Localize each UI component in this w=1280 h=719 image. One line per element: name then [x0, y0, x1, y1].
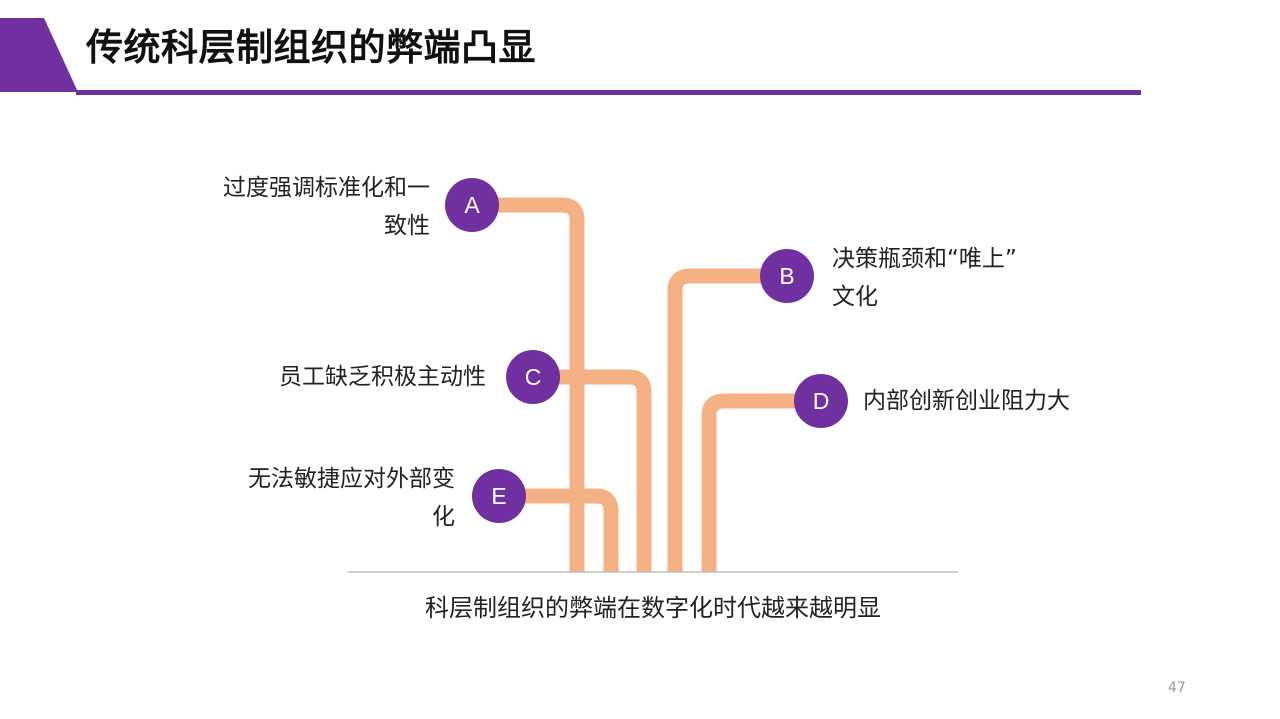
pipe-a: [498, 197, 585, 572]
node-e-circle: [472, 469, 526, 523]
diagram-caption: 科层制组织的弊端在数字化时代越来越明显: [425, 594, 881, 622]
label-a: 过度强调标准化和一 致性: [185, 169, 430, 245]
pipe-e: [525, 488, 619, 572]
node-b-circle: [760, 249, 814, 303]
node-c-letter: C: [525, 364, 542, 390]
node-d-letter: D: [813, 388, 830, 414]
node-e: E: [472, 469, 526, 523]
slide-title: 传统科层制组织的弊端凸显: [86, 26, 536, 69]
page-number: 47: [1168, 680, 1186, 696]
label-b-line-1: 决策瓶颈和“唯上”: [832, 246, 1017, 272]
node-b: B: [760, 249, 814, 303]
label-e-line-2: 化: [432, 504, 455, 530]
label-d: 内部创新创业阻力大: [863, 382, 1123, 420]
label-b-line-2: 文化: [832, 284, 878, 310]
label-e: 无法敏捷应对外部变 化: [200, 460, 455, 536]
label-a-line-1: 过度强调标准化和一: [223, 175, 430, 201]
node-c: C: [506, 350, 560, 404]
node-a: A: [445, 178, 499, 232]
node-a-circle: [445, 178, 499, 232]
node-d-circle: [794, 374, 848, 428]
pipe-c: [558, 369, 652, 572]
node-b-letter: B: [779, 263, 794, 289]
label-d-text: 内部创新创业阻力大: [863, 388, 1070, 414]
node-c-circle: [506, 350, 560, 404]
label-c: 员工缺乏积极主动性: [230, 358, 486, 396]
pipe-b: [667, 268, 762, 572]
node-d: D: [794, 374, 848, 428]
node-a-letter: A: [464, 192, 480, 218]
label-a-line-2: 致性: [384, 213, 430, 239]
label-c-text: 员工缺乏积极主动性: [279, 364, 486, 390]
label-e-line-1: 无法敏捷应对外部变: [248, 466, 455, 492]
node-e-letter: E: [491, 483, 506, 509]
label-b: 决策瓶颈和“唯上” 文化: [832, 240, 1072, 316]
title-underline: [76, 90, 1141, 95]
pipe-d: [701, 393, 796, 572]
